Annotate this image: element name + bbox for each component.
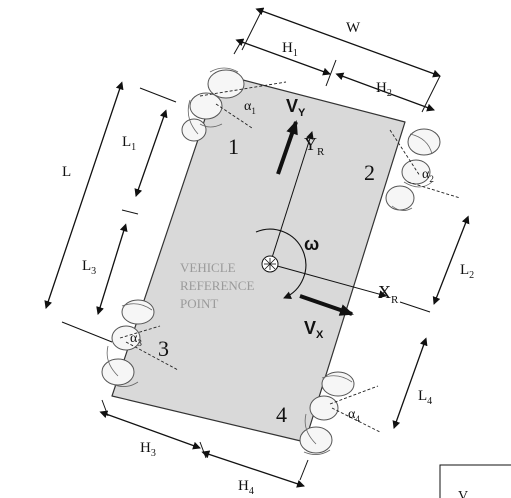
dim-H2	[335, 72, 435, 112]
yr-axis	[269, 131, 314, 265]
label-alpha4: α4	[348, 407, 360, 424]
label-W: W	[346, 20, 361, 36]
svg-text:V: V	[458, 489, 468, 498]
label-H2: H2	[376, 80, 392, 99]
corner-box: V	[439, 464, 511, 498]
label-L: L	[62, 164, 71, 180]
dim-L1	[134, 109, 168, 197]
ref-point-line2: REFERENCE	[180, 278, 254, 293]
wheel-2-number: 2	[364, 160, 375, 185]
label-vx: VX	[304, 318, 324, 341]
wheel-2	[385, 128, 441, 211]
alpha1-line-b	[215, 103, 253, 129]
xr-axis	[269, 263, 387, 298]
label-L2: L2	[460, 262, 474, 281]
alpha4-line-b	[331, 407, 381, 433]
wheel-3-number: 3	[158, 336, 169, 361]
label-alpha3: α3	[130, 331, 142, 348]
wheel-3	[101, 299, 155, 387]
alpha1-line	[199, 81, 287, 97]
dim-H3	[99, 410, 201, 450]
label-xr: XR	[378, 282, 399, 306]
alpha2-line	[389, 129, 421, 177]
vehicle-reference-point-icon	[261, 255, 279, 273]
label-H4: H4	[238, 478, 254, 497]
vx-arrow	[299, 294, 354, 316]
dim-W	[255, 7, 441, 78]
wheel-1	[181, 67, 245, 142]
dim-H4	[201, 450, 305, 488]
label-omega: ω	[304, 234, 319, 254]
vy-arrow	[276, 120, 298, 175]
label-vy: VY	[286, 96, 306, 119]
label-alpha2: α2	[422, 167, 434, 184]
dim-L4	[392, 337, 428, 429]
omega-arc	[255, 228, 307, 299]
dim-L	[44, 81, 124, 309]
ref-point-line3: POINT	[180, 296, 218, 311]
label-L1: L1	[122, 134, 136, 153]
label-yr: YR	[304, 134, 325, 158]
alpha4-line	[329, 385, 379, 405]
dim-H1	[235, 38, 331, 76]
label-H3: H3	[140, 440, 156, 459]
wheel-4	[299, 371, 355, 455]
vehicle-body	[111, 73, 406, 443]
label-H1: H1	[282, 40, 298, 59]
dim-L2	[432, 215, 470, 305]
label-L4: L4	[418, 388, 432, 407]
label-L3: L3	[82, 258, 96, 277]
wheel-4-number: 4	[276, 402, 287, 427]
alpha2-line-b	[407, 181, 461, 199]
dim-L3	[96, 223, 128, 315]
label-alpha1: α1	[244, 99, 256, 116]
wheel-1-number: 1	[228, 134, 239, 159]
ref-point-line1: VEHICLE	[180, 260, 236, 275]
alpha3-line-b	[119, 325, 161, 339]
